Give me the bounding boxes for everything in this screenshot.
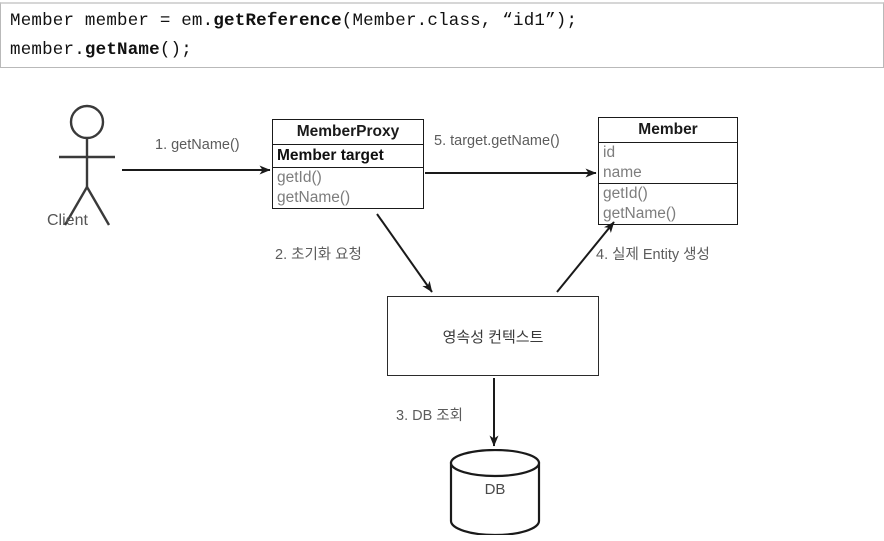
persistence-context-label: 영속성 컨텍스트 [442, 328, 544, 346]
actor-client [52, 104, 122, 234]
code-line-1-post: (Member.class, “id1”); [341, 11, 578, 31]
method-row: getId() [277, 169, 322, 186]
flow-label-step-5: 5. target.getName() [434, 133, 560, 149]
code-line-2-bold: getName [84, 40, 160, 60]
flow-label-step-2: 2. 초기화 요청 [275, 247, 362, 263]
method-row: getName() [277, 188, 351, 206]
class-box-member-proxy-title: MemberProxy [273, 120, 423, 145]
code-line-1-pre: Member member = em. [10, 11, 214, 31]
persistence-context-box: 영속성 컨텍스트 [387, 296, 599, 376]
attribute-row: id [603, 144, 616, 161]
actor-client-label: Client [47, 212, 88, 229]
attribute-row: name [603, 163, 642, 181]
class-box-member-proxy-attributes: Member target [273, 145, 423, 168]
code-block: Member member = em.getReference(Member.c… [0, 2, 884, 68]
code-line-2: member.getName(); [1, 36, 883, 65]
code-line-2-pre: member. [10, 40, 85, 60]
flow-label-step-3: 3. DB 조회 [396, 408, 463, 424]
database-node: DB [447, 448, 543, 537]
class-box-member-proxy-methods: getId() getName() [273, 168, 423, 208]
class-box-member-proxy: MemberProxy Member target getId() getNam… [272, 119, 424, 209]
method-row: getId() [603, 185, 648, 202]
code-line-2-post: (); [159, 40, 192, 60]
stick-figure-actor-icon [59, 104, 115, 226]
code-line-1: Member member = em.getReference(Member.c… [1, 4, 883, 36]
arrow-step-2 [376, 213, 433, 293]
flow-label-step-1: 1. getName() [155, 137, 240, 153]
attribute-row: Member target [277, 147, 384, 164]
method-row: getName() [603, 204, 677, 222]
code-line-1-bold: getReference [213, 11, 342, 31]
class-box-member-methods: getId() getName() [599, 184, 737, 224]
class-box-member: Member id name getId() getName() [598, 117, 738, 225]
database-label: DB [484, 481, 506, 498]
class-box-member-attributes: id name [599, 143, 737, 184]
class-box-member-title: Member [599, 118, 737, 143]
database-cylinder-icon [449, 448, 541, 537]
flow-label-step-4: 4. 실제 Entity 생성 [596, 247, 710, 263]
